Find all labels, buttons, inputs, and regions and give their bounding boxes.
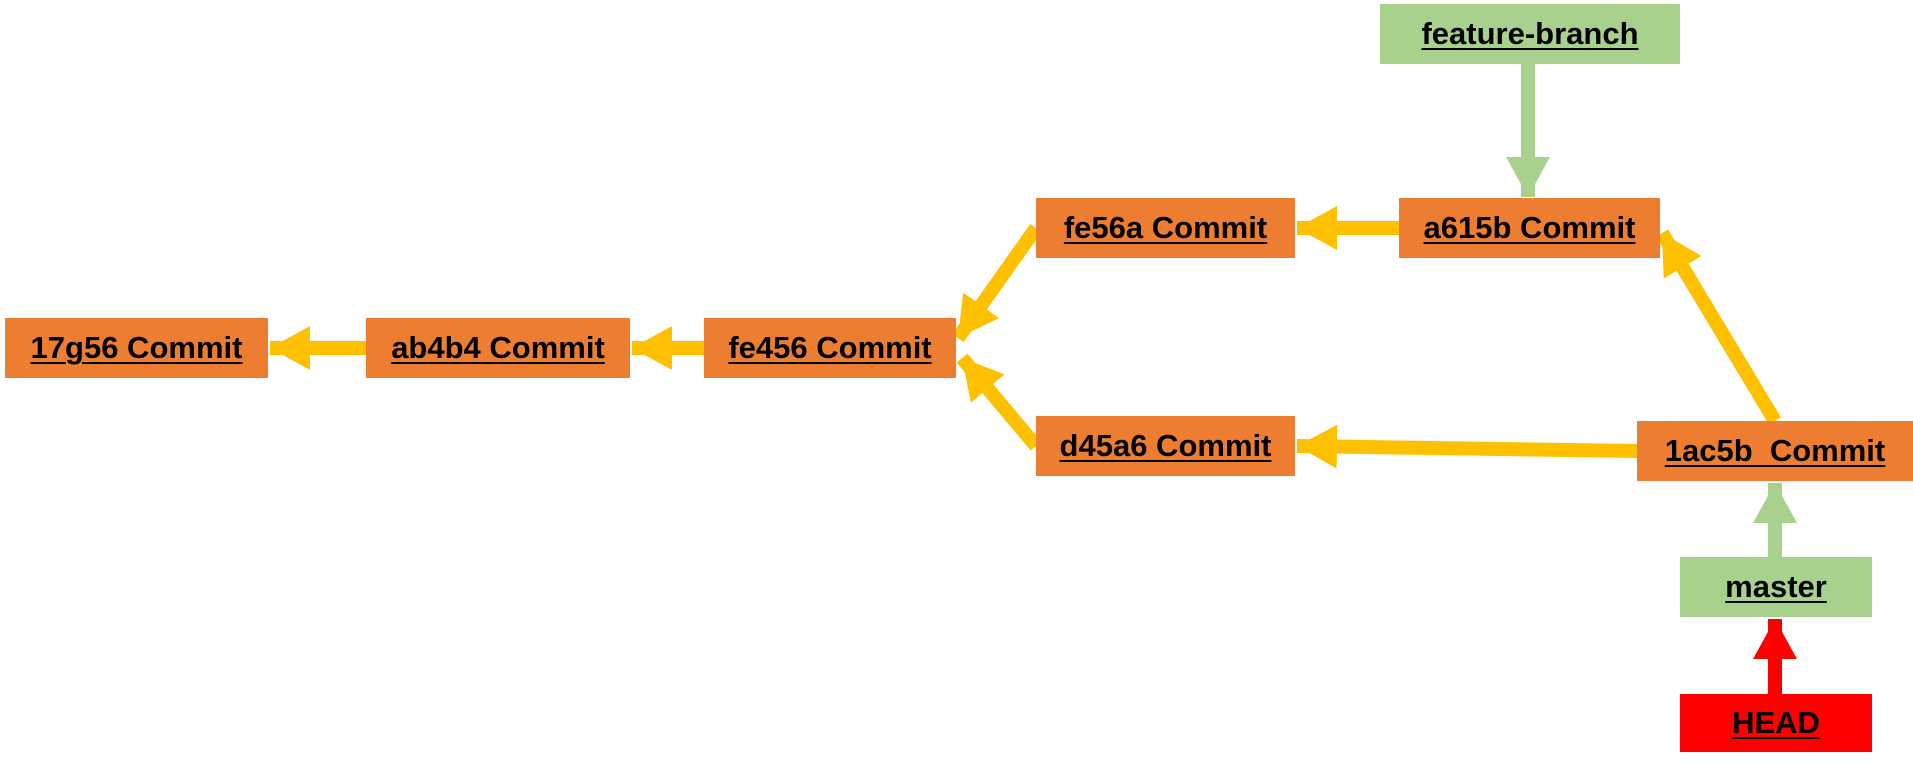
commit-node-fe456: fe456 Commit xyxy=(704,318,956,378)
commit-label-ab4b4: ab4b4 Commit xyxy=(391,330,605,365)
commit-label-fe56a: fe56a Commit xyxy=(1063,210,1268,245)
branch-node-master: master xyxy=(1680,557,1872,617)
edge-d45a6-to-fe456 xyxy=(956,353,1042,451)
head-node: HEAD xyxy=(1680,694,1872,752)
branch-label-master: master xyxy=(1725,569,1827,604)
commit-node-fe56a: fe56a Commit xyxy=(1036,198,1295,258)
head-label: HEAD xyxy=(1732,705,1820,740)
branch-node-feature-branch: feature-branch xyxy=(1380,4,1680,64)
commit-label-17g56: 17g56 Commit xyxy=(30,330,243,365)
commit-node-a615b: a615b Commit xyxy=(1399,198,1660,258)
branch-label-feature-branch: feature-branch xyxy=(1421,16,1639,51)
commit-label-d45a6: d45a6 Commit xyxy=(1059,428,1272,463)
edge-1ac5b-to-a615b xyxy=(1656,229,1781,425)
commit-label-1ac5b: 1ac5b Commit xyxy=(1664,433,1886,468)
commit-node-d45a6: d45a6 Commit xyxy=(1036,416,1295,476)
commit-label-a615b: a615b Commit xyxy=(1423,210,1636,245)
edge-1ac5b-to-d45a6 xyxy=(1296,424,1638,469)
commit-node-1ac5b: 1ac5b Commit xyxy=(1637,421,1913,481)
commit-label-fe456: fe456 Commit xyxy=(728,330,932,365)
commit-node-ab4b4: ab4b4 Commit xyxy=(366,318,630,378)
edge-fe56a-to-fe456 xyxy=(952,223,1042,343)
commit-node-17g56: 17g56 Commit xyxy=(5,318,268,378)
